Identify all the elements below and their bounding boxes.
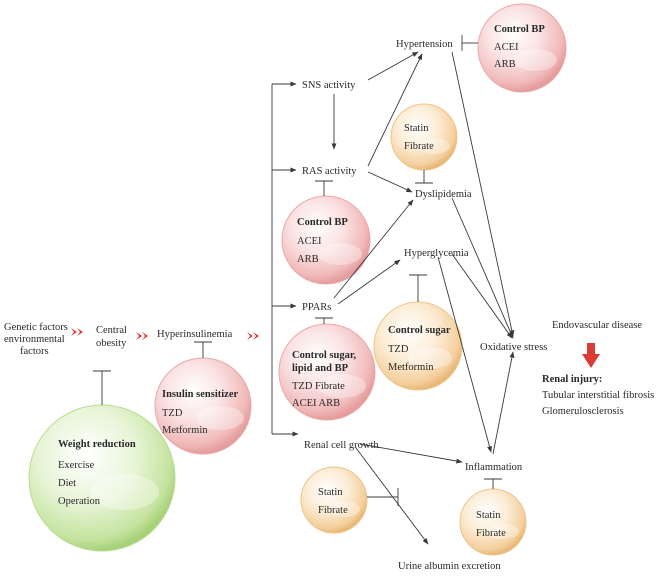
weight-item: Exercise <box>58 460 94 471</box>
statin-right-item: Statin <box>476 510 501 521</box>
red-arrow-2 <box>136 332 148 340</box>
bp-top-item: ARB <box>494 59 516 70</box>
ras-activity-label: RAS activity <box>302 166 357 177</box>
weight-item: Diet <box>58 478 76 489</box>
hyperglycemia-label: Hyperglycemia <box>404 248 469 259</box>
hypertension-label: Hypertension <box>396 39 453 50</box>
bp-mid-item: ARB <box>297 254 319 265</box>
oxidative-stress-label: Oxidative stress <box>480 342 547 353</box>
sns-activity-label: SNS activity <box>302 80 356 91</box>
statin-top-item: Fibrate <box>404 141 434 152</box>
statin-top-item: Statin <box>404 123 429 134</box>
genetic-factors-label: environmental <box>4 334 65 345</box>
central-obesity-label: obesity <box>96 338 127 349</box>
sugar-item: TZD <box>388 344 409 355</box>
bubble-statin-low: Statin Fibrate <box>300 466 368 534</box>
insulin-title: Insulin sensitizer <box>162 389 238 400</box>
bubble-control-sugar-lipid-bp: Control sugar, lipid and BP TZD Fibrate … <box>278 323 376 421</box>
renal-cell-growth-label: Renal cell growth <box>304 440 379 451</box>
connectors <box>93 35 515 545</box>
statin-low-item: Statin <box>318 487 343 498</box>
insulin-item: TZD <box>162 408 183 419</box>
red-down-arrow <box>582 343 600 368</box>
genetic-factors-label: Genetic factors <box>4 322 68 333</box>
ppars-label: PPARs <box>302 302 331 313</box>
sugar-item: Metformin <box>388 362 434 373</box>
statin-low-item: Fibrate <box>318 505 348 516</box>
bubble-control-sugar: Control sugar TZD Metformin <box>373 301 463 391</box>
bubble-statin-right: Statin Fibrate <box>459 488 527 556</box>
central-obesity-label: Central <box>96 325 127 336</box>
combo-item: ACEI ARB <box>292 398 340 409</box>
weight-title: Weight reduction <box>58 439 136 450</box>
endovascular-disease-label: Endovascular disease <box>552 320 642 331</box>
bubble-statin-top: Statin Fibrate <box>390 103 458 171</box>
red-arrow-3 <box>247 332 259 340</box>
combo-item: TZD Fibrate <box>292 381 345 392</box>
sugar-title: Control sugar <box>388 325 451 336</box>
dyslipidemia-label: Dyslipidemia <box>415 189 472 200</box>
inflammation-label: Inflammation <box>465 462 523 473</box>
bp-top-item: ACEI <box>494 42 519 53</box>
bubble-weight-reduction: Weight reduction Exercise Diet Operation <box>28 404 176 552</box>
bp-mid-item: ACEI <box>297 236 322 247</box>
bubble-insulin-sensitizer: Insulin sensitizer TZD Metformin <box>154 357 252 455</box>
combo-title: Control sugar, <box>292 350 357 361</box>
renal-injury-title: Renal injury: <box>542 374 602 385</box>
renal-injury-item: Glomerulosclerosis <box>542 406 624 417</box>
urine-albumin-label: Urine albumin excretion <box>398 561 501 572</box>
insulin-item: Metformin <box>162 425 208 436</box>
bp-top-title: Control BP <box>494 24 545 35</box>
bubble-control-bp-top: Control BP ACEI ARB <box>477 3 567 93</box>
genetic-factors-label: factors <box>20 346 49 357</box>
weight-item: Operation <box>58 496 101 507</box>
hyperinsulinemia-label: Hyperinsulinemia <box>157 329 233 340</box>
red-arrow-1 <box>71 328 83 336</box>
combo-title: lipid and BP <box>292 363 349 374</box>
statin-right-item: Fibrate <box>476 528 506 539</box>
bubble-control-bp-mid: Control BP ACEI ARB <box>281 195 371 285</box>
bp-mid-title: Control BP <box>297 217 348 228</box>
renal-injury-item: Tubular interstitial fibrosis <box>542 390 654 401</box>
node-labels: Genetic factors environmental factors Ce… <box>4 39 654 572</box>
